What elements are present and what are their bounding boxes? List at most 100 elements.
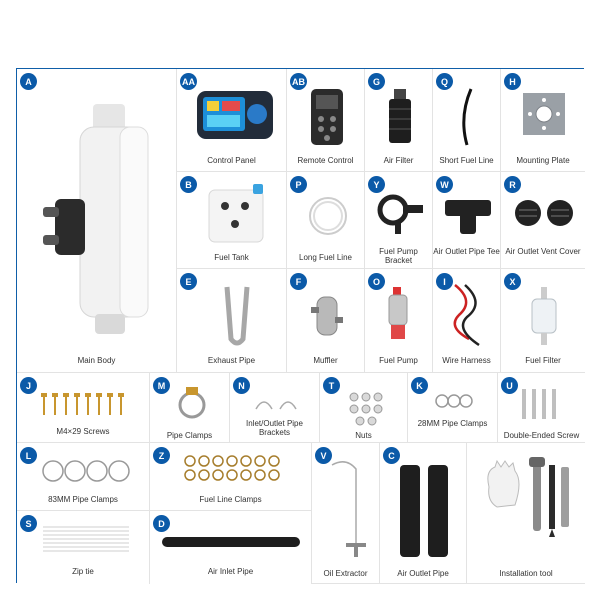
pipe-clamp-image [178, 387, 206, 419]
part-inlet-outlet-pipe-brackets: N Inlet/Outlet Pipe Brackets [230, 373, 320, 443]
part-label: Oil Extractor [323, 569, 368, 578]
part-badge: R [504, 176, 521, 193]
part-badge: A [20, 73, 37, 90]
part-air-outlet-vent-cover: R Air Outlet Vent Cover [501, 172, 585, 269]
part-label: Air Outlet Pipe Tee [433, 247, 500, 256]
part-label: Fuel Tank [214, 253, 249, 262]
part-label: Pipe Clamps [166, 431, 213, 440]
air-outlet-pipe-image [400, 465, 448, 557]
part-short-fuel-line: Q Short Fuel Line [433, 69, 501, 172]
part-remote-control: AB Remote Control [287, 69, 365, 172]
short-fuel-line-image [462, 88, 473, 146]
air-filter-image [389, 89, 411, 143]
part-label: Fuel Pump Bracket [379, 247, 418, 265]
part-main-body: A Main Body [17, 69, 177, 373]
part-label: Inlet/Outlet Pipe Brackets [246, 419, 303, 437]
part-badge: V [315, 447, 332, 464]
part-label: M4×29 Screws [56, 427, 110, 436]
part-83mm-pipe-clamps: L 83MM Pipe Clamps [17, 443, 150, 511]
part-badge: L [20, 447, 37, 464]
part-label: Air Filter [383, 156, 414, 165]
wire-harness-image [453, 284, 480, 347]
part-label: Wire Harness [442, 356, 491, 365]
part-exhaust-pipe: E Exhaust Pipe [177, 269, 287, 373]
part-badge: Z [153, 447, 170, 464]
part-double-ended-screw: U Double-Ended Screw [498, 373, 585, 443]
part-badge: M [153, 377, 170, 394]
part-badge: E [180, 273, 197, 290]
part-label: Installation tool [499, 569, 553, 578]
long-fuel-line-image [309, 197, 347, 235]
control-panel-image [197, 91, 273, 139]
part-label: Muffler [313, 356, 338, 365]
part-air-outlet-pipe-tee: W Air Outlet Pipe Tee [433, 172, 501, 269]
muffler-image [311, 296, 343, 336]
part-label: Nuts [355, 431, 372, 440]
fuel-filter-image [531, 287, 557, 345]
parts-list-frame: A Main Body AA Control Panel AB [16, 68, 585, 584]
part-muffler: F Muffler [287, 269, 365, 373]
part-control-panel: AA Control Panel [177, 69, 287, 172]
part-air-filter: G Air Filter [365, 69, 433, 172]
mounting-plate-image [523, 93, 565, 135]
part-badge: B [180, 176, 197, 193]
vent-cover-image [515, 200, 573, 226]
part-label: Control Panel [207, 156, 256, 165]
part-badge: T [323, 377, 340, 394]
screws-image [41, 393, 124, 415]
part-badge: W [436, 176, 453, 193]
part-badge: X [504, 273, 521, 290]
part-badge: I [436, 273, 453, 290]
air-inlet-pipe-image [162, 537, 300, 547]
part-label: 83MM Pipe Clamps [48, 495, 118, 504]
part-badge: J [20, 377, 37, 394]
part-badge: D [153, 515, 170, 532]
part-label: Air Outlet Vent Cover [505, 247, 581, 256]
part-label: Air Inlet Pipe [207, 567, 254, 576]
part-installation-tool: Installation tool [467, 443, 585, 584]
part-badge: O [368, 273, 385, 290]
part-label: Main Body [77, 356, 116, 365]
pipe-tee-image [445, 200, 491, 234]
fuel-tank-image [208, 184, 264, 243]
part-badge: G [368, 73, 385, 90]
part-mounting-plate: H Mounting Plate [501, 69, 585, 172]
part-badge: AA [180, 73, 197, 90]
part-label: Zip tie [72, 567, 94, 576]
zip-tie-image [43, 526, 129, 552]
fuel-pump-image [388, 287, 408, 339]
part-label: Fuel Pump [379, 356, 418, 365]
part-badge: P [290, 176, 307, 193]
part-badge: C [383, 447, 400, 464]
part-fuel-pump: O Fuel Pump [365, 269, 433, 373]
remote-control-image [311, 89, 343, 145]
part-oil-extractor: V Oil Extractor [312, 443, 380, 584]
part-badge: AB [290, 73, 307, 90]
part-badge: U [501, 377, 518, 394]
fuel-pump-bracket-image [377, 194, 423, 234]
part-air-outlet-pipe: C Air Outlet Pipe [380, 443, 467, 584]
part-badge: K [411, 377, 428, 394]
part-label: Mounting Plate [516, 156, 570, 165]
part-label: Air Outlet Pipe [397, 569, 449, 578]
part-28mm-pipe-clamps: K 28MM Pipe Clamps [408, 373, 498, 443]
clamp-83mm-image [42, 460, 130, 482]
part-air-inlet-pipe: D Air Inlet Pipe [150, 511, 312, 584]
part-label: Double-Ended Screw [503, 431, 580, 440]
part-label: Fuel Line Clamps [199, 495, 262, 504]
double-ended-screw-image [522, 389, 556, 419]
part-badge: H [504, 73, 521, 90]
pipe-bracket-image [255, 401, 297, 410]
part-label: Short Fuel Line [439, 156, 494, 165]
clamp-28mm-image [435, 394, 473, 408]
part-label: 28MM Pipe Clamps [417, 419, 488, 428]
part-badge: Y [368, 176, 385, 193]
installation-tool-image [487, 457, 569, 537]
part-m4-screws: J M4×29 Screws [17, 373, 150, 443]
part-fuel-line-clamps: Z Fuel Line Clamps [150, 443, 312, 511]
part-badge: Q [436, 73, 453, 90]
part-label: Fuel Filter [525, 356, 561, 365]
heater-main-body-image [43, 104, 149, 334]
part-label: Long Fuel Line [299, 253, 352, 262]
exhaust-pipe-image [224, 286, 250, 346]
